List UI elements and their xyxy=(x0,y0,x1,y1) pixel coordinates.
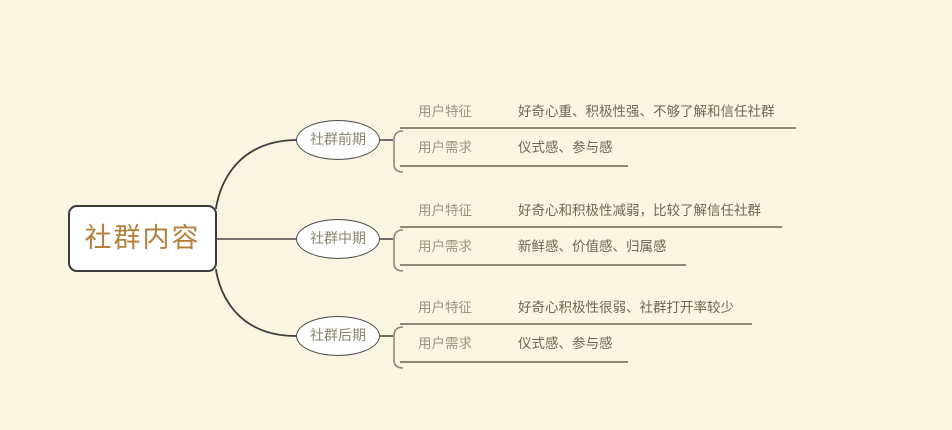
detail-row-underline xyxy=(400,361,628,363)
detail-row-underline xyxy=(400,127,796,129)
branch-node-2-label: 社群后期 xyxy=(310,328,366,344)
detail-row-value: 好奇心重、积极性强、不够了解和信任社群 xyxy=(518,104,775,120)
connector-root-to-branch-0 xyxy=(215,139,297,210)
detail-row-key: 用户需求 xyxy=(418,336,472,352)
detail-row-value: 好奇心积极性很弱、社群打开率较少 xyxy=(518,300,734,316)
connector-root-to-branch-2 xyxy=(215,268,297,337)
detail-row-value: 仪式感、参与感 xyxy=(518,336,613,352)
detail-row-key: 用户特征 xyxy=(418,203,472,219)
detail-row-underline xyxy=(400,264,686,266)
detail-row-value: 新鲜感、价值感、归属感 xyxy=(518,239,667,255)
root-node-label: 社群内容 xyxy=(84,223,201,254)
branch-node-0-label: 社群前期 xyxy=(310,132,366,148)
root-node[interactable]: 社群内容 xyxy=(68,205,217,272)
detail-row-key: 用户需求 xyxy=(418,239,472,255)
detail-row-underline xyxy=(400,323,752,325)
detail-row-key: 用户特征 xyxy=(418,300,472,316)
detail-row-underline xyxy=(400,226,782,228)
branch-node-1[interactable]: 社群中期 xyxy=(296,219,380,259)
detail-row-key: 用户需求 xyxy=(418,140,472,156)
branch-node-2[interactable]: 社群后期 xyxy=(296,316,380,356)
detail-row-key: 用户特征 xyxy=(418,104,472,120)
detail-row-value: 仪式感、参与感 xyxy=(518,140,613,156)
branch-node-0[interactable]: 社群前期 xyxy=(296,120,380,160)
detail-row-value: 好奇心和积极性减弱，比较了解信任社群 xyxy=(518,203,761,219)
branch-node-1-label: 社群中期 xyxy=(310,231,366,247)
detail-row-underline xyxy=(400,165,628,167)
